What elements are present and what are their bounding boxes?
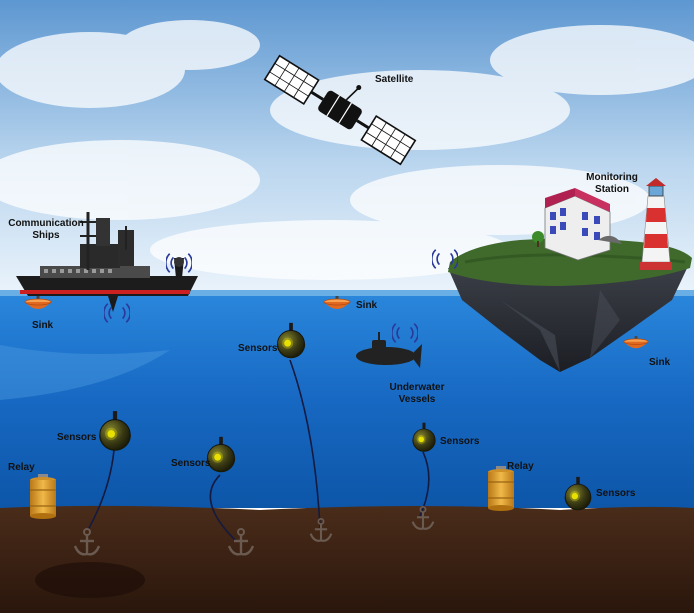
sea-light-patch [0, 345, 170, 400]
island [448, 231, 692, 372]
sink-label-island: Sink [649, 357, 671, 368]
underwater-vessels-label: Underwater Vessels [382, 382, 452, 406]
monitoring-station-label: Monitoring Station [580, 172, 644, 196]
sensors-label-left: Sensors [57, 432, 97, 443]
communication-ships-label: Communication Ships [6, 218, 86, 242]
monitoring-station-label-line2: Station [595, 184, 629, 195]
relay-label-left: Relay [8, 462, 35, 473]
underwater-vessels-label-line1: Underwater [389, 382, 445, 393]
relay-label-right: Relay [507, 461, 534, 472]
satellite-label: Satellite [375, 74, 414, 85]
ship-icon [16, 212, 198, 312]
sensors-label-mid-left: Sensors [171, 458, 211, 469]
sensors-label-mid-right: Sensors [440, 436, 480, 447]
building-icon [544, 188, 622, 261]
sink-label-middle: Sink [356, 300, 378, 311]
submarine-icon [356, 332, 422, 368]
seabed [0, 505, 694, 613]
satellite-icon [263, 54, 417, 166]
relay-buoy-icon [29, 474, 57, 520]
communication-ships-label-line2: Ships [32, 230, 60, 241]
underwater-vessels-label-line2: Vessels [398, 394, 436, 405]
seabed-hole [35, 562, 145, 598]
lighthouse-icon [640, 178, 672, 270]
sensors-label-upper: Sensors [238, 343, 278, 354]
communication-ships-label-line1: Communication [8, 218, 84, 229]
sea-surface [0, 290, 694, 296]
monitoring-station-label-line1: Monitoring [586, 172, 638, 183]
sensors-label-right: Sensors [596, 488, 636, 499]
tether-cables [87, 359, 430, 541]
sink-label-ship: Sink [32, 320, 54, 331]
